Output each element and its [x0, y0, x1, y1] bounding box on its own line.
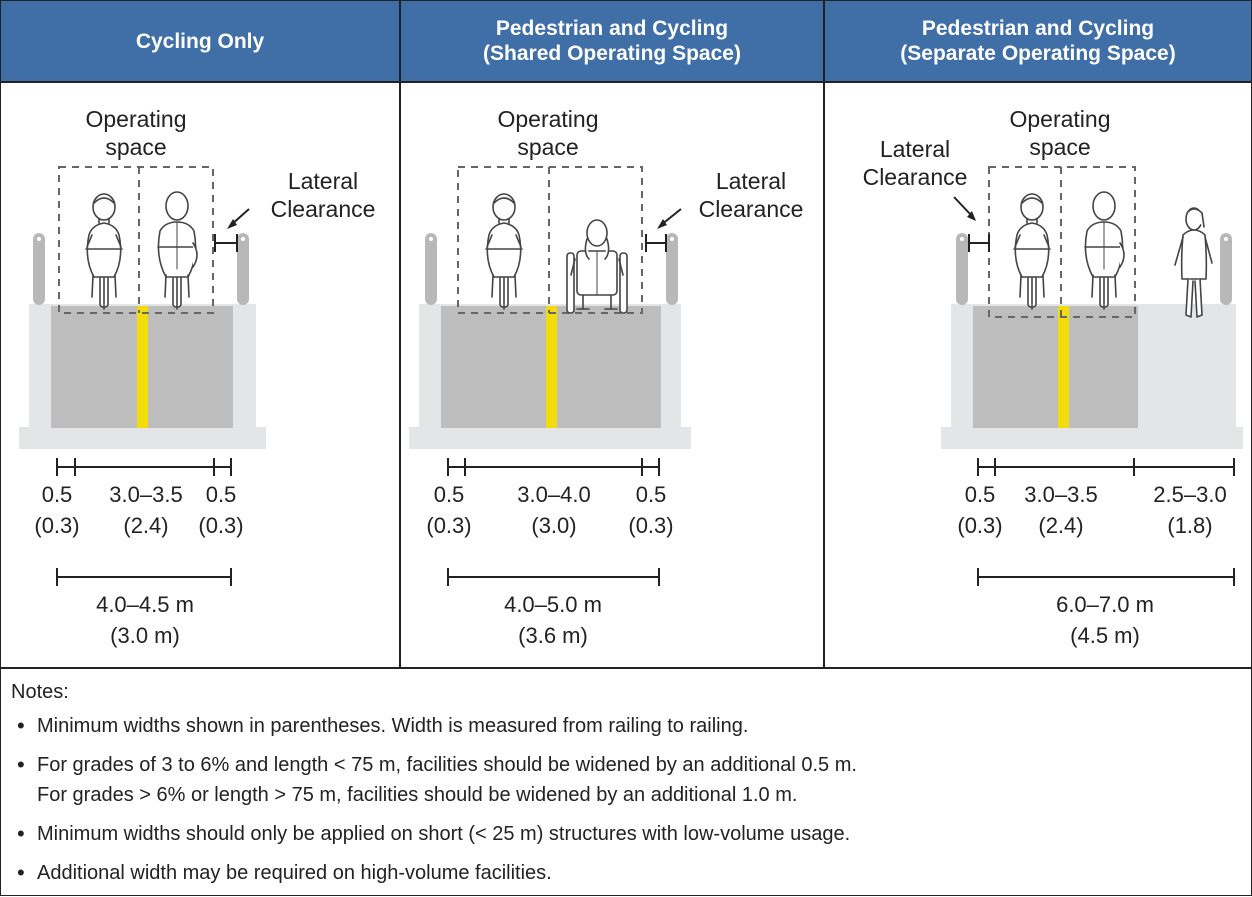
- dimension-label: 3.0–3.5(2.4): [109, 482, 183, 538]
- note-item: Minimum widths should only be applied on…: [11, 819, 1241, 849]
- dimension-label: 0.5(0.3): [34, 482, 80, 538]
- railing-post: [956, 233, 968, 305]
- railing-post: [237, 233, 249, 305]
- header-title: Pedestrian and Cycling: [921, 17, 1155, 40]
- total-width-label: 4.0–5.0 m(3.6 m): [504, 592, 602, 648]
- center-line: [137, 306, 148, 428]
- dimension-label: 3.0–3.5(2.4): [1024, 482, 1098, 538]
- total-width-label: 4.0–4.5 m(3.0 m): [96, 592, 194, 648]
- note-line: For grades of 3 to 6% and length < 75 m,…: [37, 754, 857, 776]
- railing-post: [666, 233, 678, 305]
- dimension-label: 0.5(0.3): [426, 482, 472, 538]
- lateral-clearance-label: Lateral Clearance: [698, 168, 804, 222]
- cyclist-icon: [1084, 191, 1125, 310]
- bike-lane-surface: [973, 306, 1138, 428]
- notes-list: Minimum widths shown in parentheses. Wid…: [11, 711, 1241, 888]
- railing-post: [33, 233, 45, 305]
- header-subtitle: (Separate Operating Space): [900, 42, 1176, 65]
- bridge-deck-base: [409, 427, 691, 449]
- panel-shared-space: [409, 166, 691, 586]
- wheelchair-icon: [566, 219, 628, 314]
- header-separate-space: Pedestrian and Cycling (Separate Operati…: [825, 1, 1251, 81]
- column-divider: [399, 1, 401, 669]
- lateral-clearance-label: Lateral Clearance: [270, 168, 376, 222]
- railing-post: [1220, 233, 1232, 305]
- note-item: Minimum widths shown in parentheses. Wid…: [11, 711, 1241, 741]
- header-title: Cycling Only: [135, 29, 265, 53]
- railing-post: [425, 233, 437, 305]
- dimension-label: 0.5(0.3): [628, 482, 674, 538]
- operating-space-box: [58, 166, 214, 314]
- total-dimension-line: [447, 568, 660, 586]
- header-title: Pedestrian and Cycling: [495, 17, 729, 40]
- total-dimension-line: [977, 568, 1235, 586]
- dimension-label: 0.5(0.3): [957, 482, 1003, 538]
- cyclist-icon: [85, 193, 123, 310]
- dimension-label: 2.5–3.0(1.8): [1153, 482, 1227, 538]
- total-width-label: 6.0–7.0 m(4.5 m): [1056, 592, 1154, 648]
- pedestrian-icon: [1174, 207, 1213, 318]
- bridge-deck-base: [19, 427, 266, 449]
- cyclist-icon: [485, 193, 523, 310]
- operating-space-label: Operating space: [497, 106, 599, 160]
- cyclist-icon: [1013, 193, 1051, 310]
- header-subtitle: (Shared Operating Space): [483, 42, 741, 65]
- lateral-clearance-label: Lateral Clearance: [862, 136, 968, 190]
- bridge-deck-base: [941, 427, 1243, 449]
- dimension-label: 0.5(0.3): [198, 482, 244, 538]
- panel-separate-space: [941, 166, 1243, 586]
- operating-space-label: Operating space: [85, 106, 187, 160]
- dimension-line: [977, 458, 1235, 476]
- header-divider: [1, 81, 1251, 83]
- note-item: For grades of 3 to 6% and length < 75 m,…: [11, 750, 1241, 810]
- note-item: Additional width may be required on high…: [11, 858, 1241, 888]
- lateral-clearance-marker: [645, 234, 667, 252]
- note-line: For grades > 6% or length > 75 m, facili…: [37, 784, 798, 806]
- dimension-line: [447, 458, 660, 476]
- header-cycling-only: Cycling Only: [1, 1, 399, 81]
- column-divider: [823, 1, 825, 669]
- operating-space-label: Operating space: [1009, 106, 1111, 160]
- dimension-label: 3.0–4.0(3.0): [517, 482, 591, 538]
- notes-divider: [1, 667, 1251, 669]
- notes-title: Notes:: [11, 681, 69, 703]
- header-shared-space: Pedestrian and Cycling (Shared Operating…: [401, 1, 823, 81]
- center-line: [546, 306, 557, 428]
- lateral-clearance-marker: [214, 234, 238, 252]
- cross-section-diagrams: [19, 166, 1243, 586]
- cyclist-icon: [157, 191, 198, 310]
- total-dimension-line: [56, 568, 232, 586]
- panel-cycling-only: [19, 166, 266, 586]
- center-line: [1058, 306, 1069, 428]
- lateral-clearance-marker: [968, 234, 990, 252]
- dimension-line: [56, 458, 232, 476]
- notes-section: Notes: Minimum widths shown in parenthes…: [11, 677, 1241, 897]
